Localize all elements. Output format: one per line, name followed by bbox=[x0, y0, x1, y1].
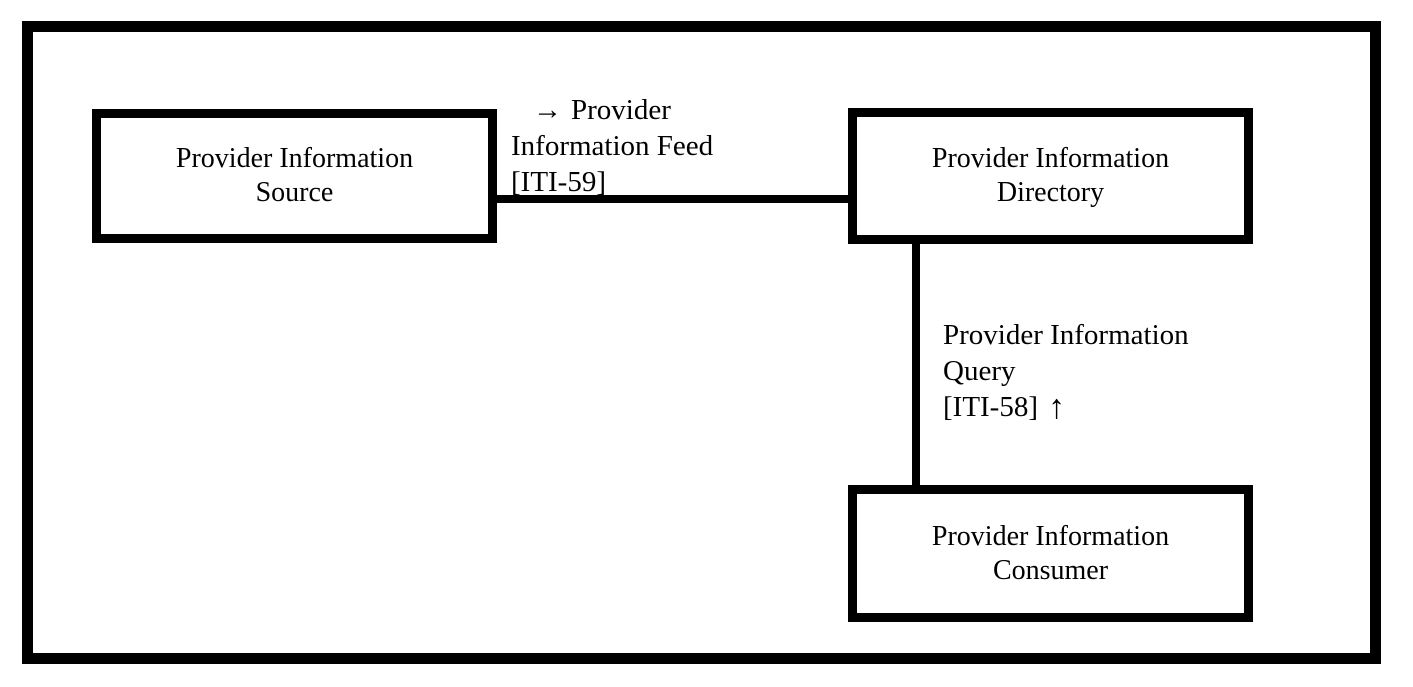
transaction-label-line: Query bbox=[943, 355, 1016, 387]
connector-line-feed-transaction bbox=[497, 195, 848, 203]
transaction-code-text: [ITI-58] bbox=[943, 391, 1039, 423]
transaction-label-line: Provider Information bbox=[943, 319, 1189, 351]
transaction-label-line: Information Feed bbox=[511, 130, 714, 162]
actor-box-provider-information-directory: Provider Information Directory bbox=[848, 108, 1253, 244]
actor-label-line: Provider Information bbox=[931, 143, 1170, 174]
diagram-outer-border bbox=[22, 21, 1381, 664]
up-arrow-icon: ↑ bbox=[1048, 389, 1066, 426]
actor-box-provider-information-consumer: Provider Information Consumer bbox=[848, 485, 1253, 622]
actor-box-provider-information-source: Provider Information Source bbox=[92, 109, 497, 243]
transaction-label-iti-59: → Provider Information Feed [ITI-59] bbox=[511, 92, 713, 200]
actor-label-line: Consumer bbox=[992, 554, 1109, 586]
connector-line-query-transaction bbox=[912, 243, 920, 486]
actor-label-line: Source bbox=[255, 177, 334, 208]
transaction-code-text: [ITI-59] bbox=[511, 166, 607, 198]
actor-label-line: Directory bbox=[996, 177, 1105, 208]
actor-label-line: Provider Information bbox=[175, 143, 414, 174]
actor-label: Provider Information Source bbox=[176, 142, 413, 210]
actor-label: Provider Information Directory bbox=[932, 142, 1169, 210]
transaction-name-text: Provider bbox=[571, 94, 671, 126]
transaction-label-iti-58: Provider Information Query [ITI-58] ↑ bbox=[943, 317, 1189, 426]
actor-label-line: Provider Information bbox=[931, 520, 1170, 552]
transaction-label-line: [ITI-58] ↑ bbox=[943, 389, 1189, 426]
transaction-label-line: → Provider bbox=[511, 92, 713, 128]
right-arrow-icon: → bbox=[533, 94, 562, 126]
actor-label: Provider Information Consumer bbox=[932, 520, 1169, 588]
